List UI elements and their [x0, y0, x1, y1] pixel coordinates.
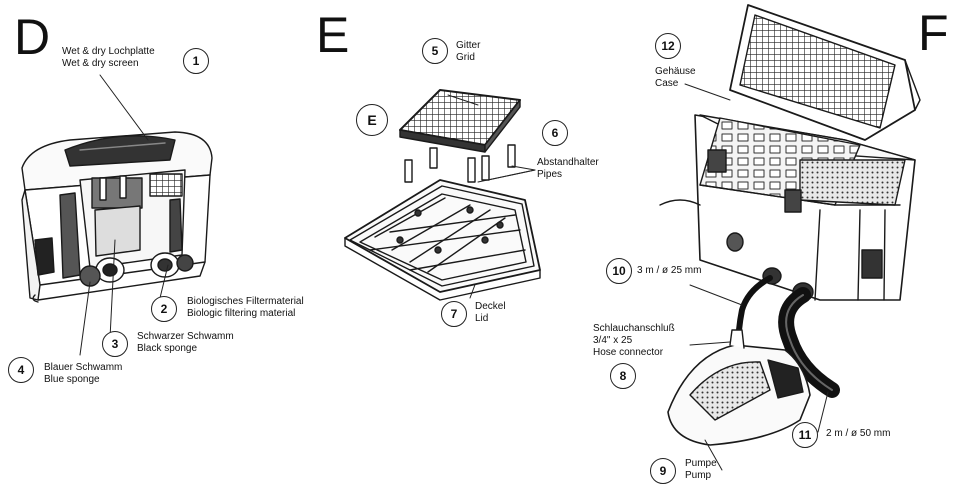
callout-10-label: 3 m / ø 25 mm [637, 265, 702, 276]
callout-1-number: 1 [183, 48, 209, 74]
panel-letter-f: F [918, 5, 949, 61]
callout-8-number: 8 [610, 363, 636, 389]
callout-11-number: 11 [792, 422, 818, 448]
callout-e-number: E [356, 104, 388, 136]
filter-box-d [21, 131, 213, 303]
case-f [659, 4, 921, 302]
callout-9-number: 9 [650, 458, 676, 484]
grid-e [399, 89, 521, 153]
pipes-e [404, 144, 516, 183]
callout-12-number: 12 [655, 33, 681, 59]
pump-f [667, 329, 811, 471]
panel-letter-e: E [316, 7, 350, 63]
callout-3-number: 3 [102, 331, 128, 357]
callout-11-label: 2 m / ø 50 mm [826, 428, 891, 439]
callout-2-number: 2 [151, 296, 177, 322]
panel-letter-d: D [14, 9, 51, 65]
callout-6-number: 6 [542, 120, 568, 146]
lid-e [344, 179, 541, 301]
callout-10-number: 10 [606, 258, 632, 284]
callout-7-number: 7 [441, 301, 467, 327]
callout-4-number: 4 [8, 357, 34, 383]
callout-5-number: 5 [422, 38, 448, 64]
